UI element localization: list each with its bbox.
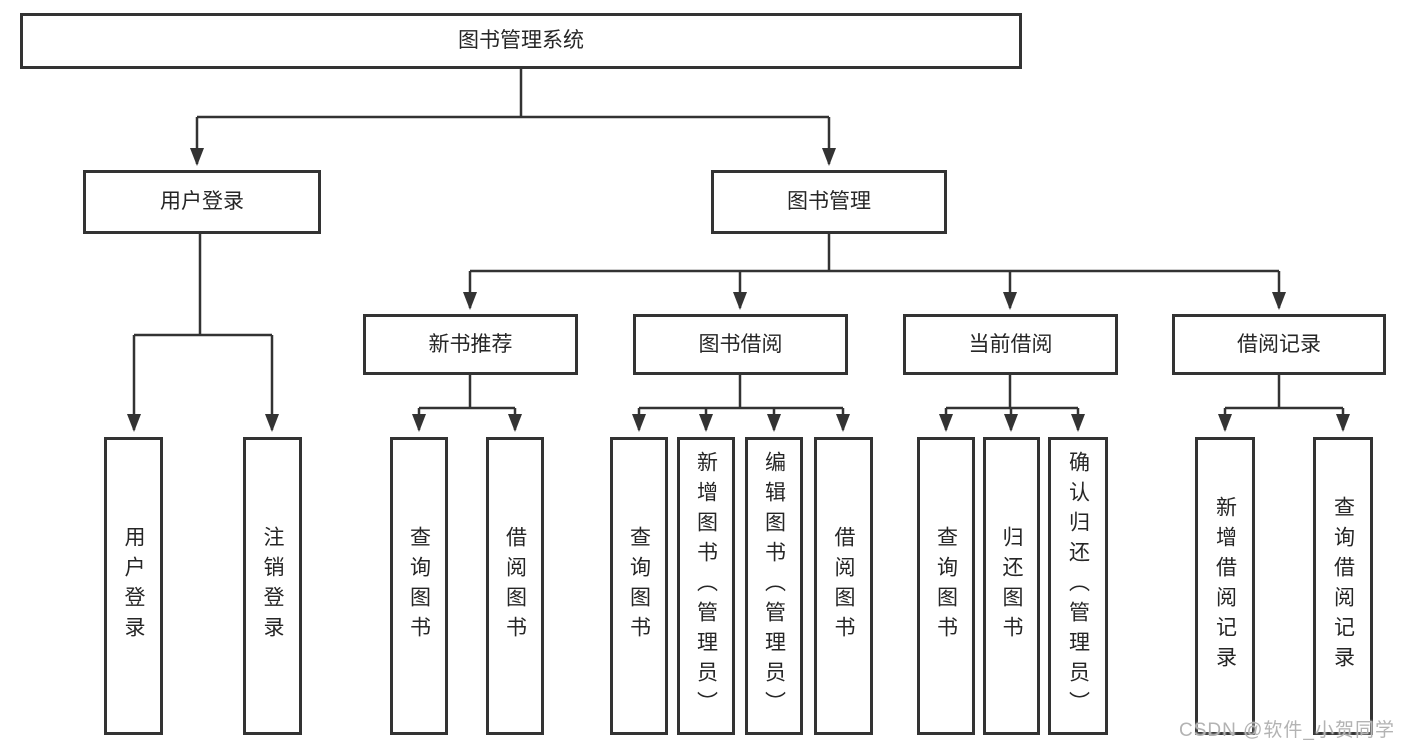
node-leaf-borrow-books-borrowing: 借阅图书 <box>814 437 873 735</box>
node-leaf-add-borrow-record: 新增借阅记录 <box>1195 437 1255 735</box>
node-label: 当前借阅 <box>968 332 1053 356</box>
node-label: 新书推荐 <box>428 332 513 356</box>
node-new-book-recommendation: 新书推荐 <box>363 314 578 375</box>
node-leaf-query-books-current: 查询图书 <box>917 437 975 735</box>
node-label: 查询图书 <box>407 526 431 646</box>
node-leaf-query-borrow-record: 查询借阅记录 <box>1313 437 1373 735</box>
node-label: 新增图书（管理员） <box>694 451 718 721</box>
node-user-login: 用户登录 <box>83 170 321 234</box>
node-borrowing-records: 借阅记录 <box>1172 314 1386 375</box>
node-label: 图书管理系统 <box>458 29 584 53</box>
node-label: 查询借阅记录 <box>1331 496 1355 676</box>
node-leaf-edit-book-admin: 编辑图书（管理员） <box>745 437 803 735</box>
node-leaf-user-login: 用户登录 <box>104 437 163 735</box>
node-label: 查询图书 <box>627 526 651 646</box>
node-leaf-logout: 注销登录 <box>243 437 302 735</box>
node-label: 确认归还（管理员） <box>1066 451 1090 721</box>
node-label: 用户登录 <box>160 190 244 214</box>
node-label: 图书管理 <box>787 190 871 214</box>
node-leaf-query-books-recommend: 查询图书 <box>390 437 448 735</box>
node-label: 借阅图书 <box>503 526 527 646</box>
node-label: 借阅图书 <box>832 526 855 646</box>
node-label: 查询图书 <box>934 526 958 646</box>
node-leaf-query-books-borrowing: 查询图书 <box>610 437 668 735</box>
node-leaf-confirm-return-admin: 确认归还（管理员） <box>1048 437 1108 735</box>
node-label: 用户登录 <box>122 526 145 646</box>
node-leaf-return-book: 归还图书 <box>983 437 1040 735</box>
node-label: 注销登录 <box>261 526 284 646</box>
node-book-management: 图书管理 <box>711 170 947 234</box>
node-book-borrowing: 图书借阅 <box>633 314 848 375</box>
node-leaf-add-book-admin: 新增图书（管理员） <box>677 437 735 735</box>
node-current-borrowing: 当前借阅 <box>903 314 1118 375</box>
node-label: 新增借阅记录 <box>1213 496 1237 676</box>
node-label: 归还图书 <box>1000 526 1023 646</box>
node-leaf-borrow-books-recommend: 借阅图书 <box>486 437 544 735</box>
node-label: 编辑图书（管理员） <box>762 451 786 721</box>
node-library-management-system: 图书管理系统 <box>20 13 1022 69</box>
node-label: 图书借阅 <box>698 332 783 356</box>
node-label: 借阅记录 <box>1237 332 1321 356</box>
